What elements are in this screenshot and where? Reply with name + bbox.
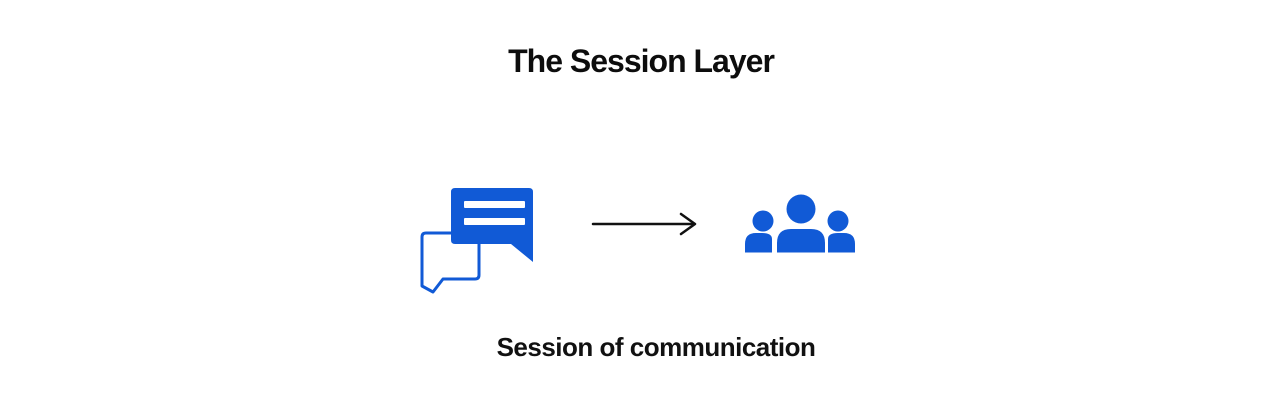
page-title: The Session Layer xyxy=(508,43,775,79)
center-person-head xyxy=(786,194,816,224)
right-arrow-icon xyxy=(591,212,697,236)
center-person-body xyxy=(777,229,825,253)
left-person-body xyxy=(745,233,772,253)
right-person-body xyxy=(828,233,855,253)
people-group-icon xyxy=(745,194,855,253)
right-person-head xyxy=(827,210,849,232)
arrow-head xyxy=(679,212,697,236)
chat-bubbles-icon xyxy=(420,188,533,294)
chat-text-line xyxy=(464,218,525,225)
chat-text-line xyxy=(464,201,525,208)
figure-caption: Session of communication xyxy=(496,332,816,362)
left-person-head xyxy=(752,210,774,232)
